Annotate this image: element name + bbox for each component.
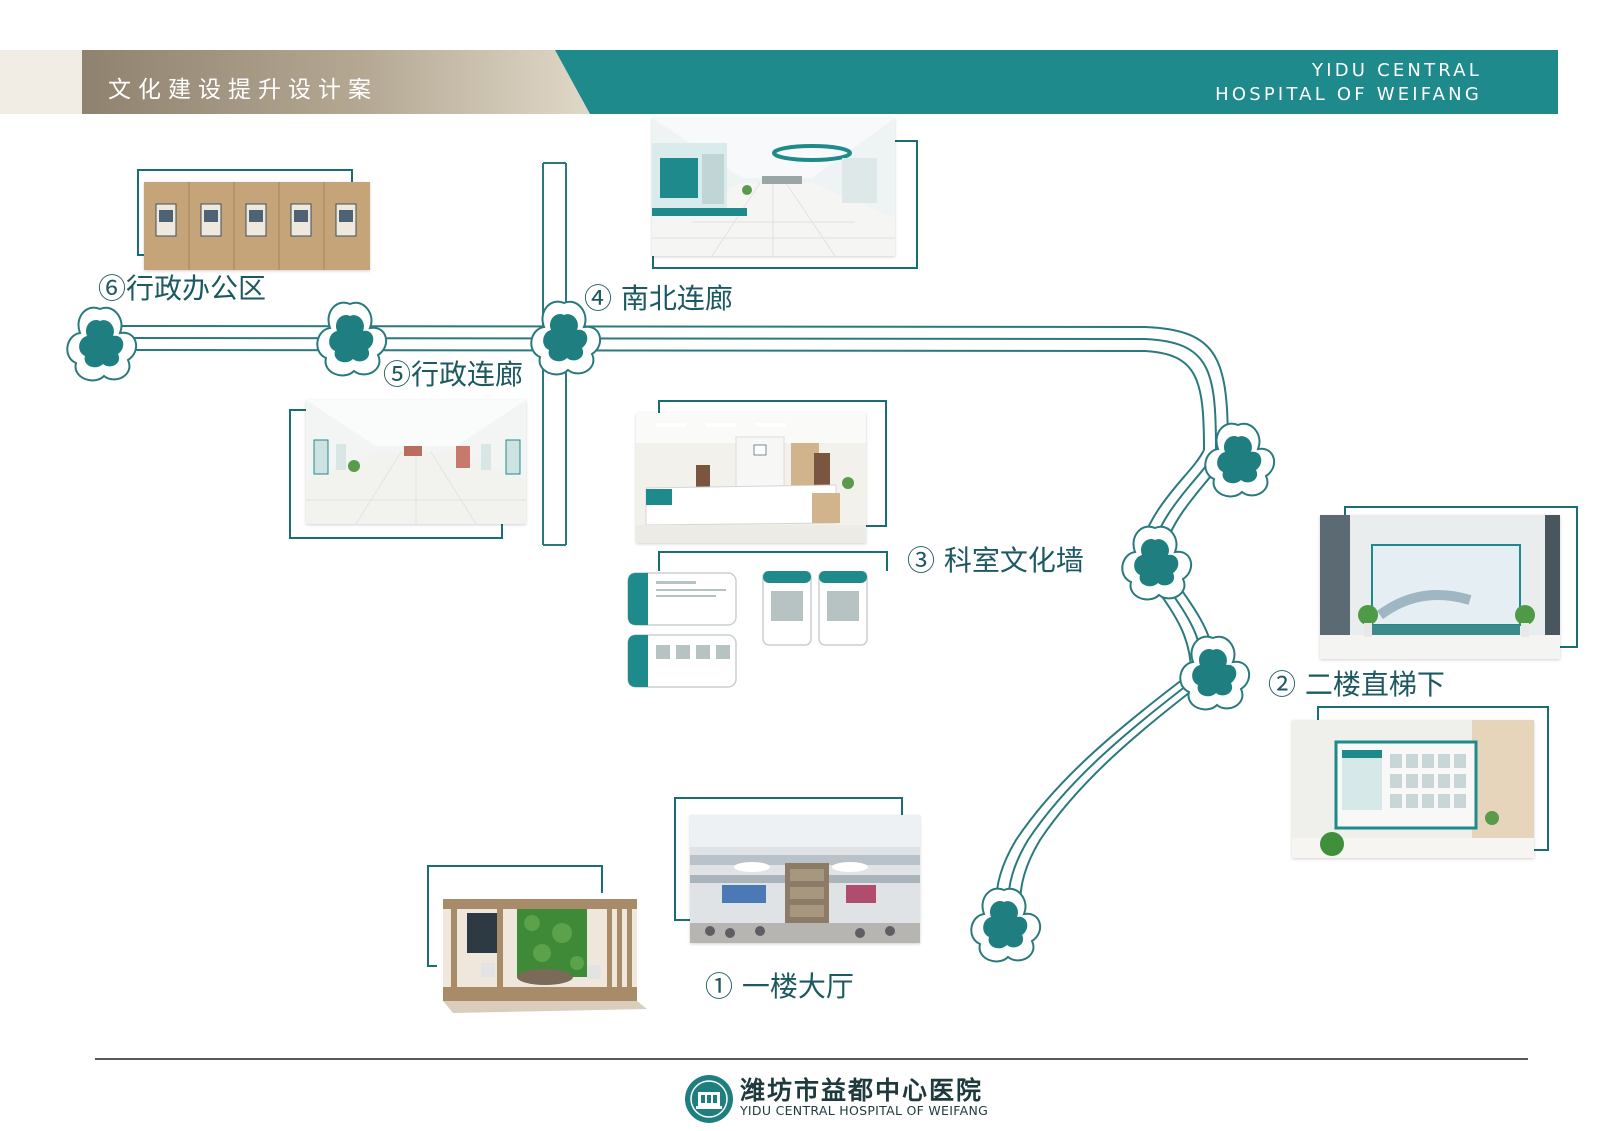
hospital-logo-icon xyxy=(685,1075,733,1123)
photo-dept-reception[interactable] xyxy=(636,413,866,543)
stop-label-3[interactable]: ③ 科室文化墙 xyxy=(907,544,1084,577)
stop-label-6[interactable]: ⑥行政办公区 xyxy=(98,272,267,305)
header-en-line2: HOSPITAL OF WEIFANG xyxy=(1215,84,1482,105)
photo-admin-corridor[interactable] xyxy=(306,400,526,524)
flower-marker-icon[interactable] xyxy=(970,887,1042,963)
header-band xyxy=(0,50,1558,114)
stop-label-1[interactable]: ① 一楼大厅 xyxy=(705,970,854,1003)
flower-marker-icon[interactable] xyxy=(1121,525,1193,601)
photo-ns-corridor[interactable] xyxy=(652,118,895,256)
photo-culture-boards[interactable] xyxy=(626,571,896,689)
flower-marker-icon[interactable] xyxy=(1179,635,1251,711)
header-hospital-en: YIDU CENTRAL HOSPITAL OF WEIFANG xyxy=(1215,59,1482,107)
footer-hospital-name-cn: 潍坊市益都中心医院 xyxy=(740,1076,984,1105)
photo-lobby[interactable] xyxy=(690,815,920,943)
photo-elevator-wall[interactable] xyxy=(1292,720,1534,858)
header-en-line1: YIDU CENTRAL xyxy=(1312,60,1482,81)
flower-marker-icon[interactable] xyxy=(66,306,138,382)
photo-elevator-screen[interactable] xyxy=(1320,515,1560,659)
header-title: 文化建设提升设计案 xyxy=(108,77,378,103)
stop-label-5[interactable]: ⑤行政连廊 xyxy=(383,358,524,391)
stop-label-2[interactable]: ② 二楼直梯下 xyxy=(1268,668,1445,701)
footer-hospital-name-en: YIDU CENTRAL HOSPITAL OF WEIFANG xyxy=(740,1103,989,1118)
footer-divider xyxy=(95,1058,1528,1060)
flower-marker-icon[interactable] xyxy=(316,301,388,377)
photo-lobby-pavilion[interactable] xyxy=(437,893,647,1019)
stop-label-4[interactable]: ④ 南北连廊 xyxy=(584,282,733,315)
photo-admin-office[interactable] xyxy=(144,182,370,270)
